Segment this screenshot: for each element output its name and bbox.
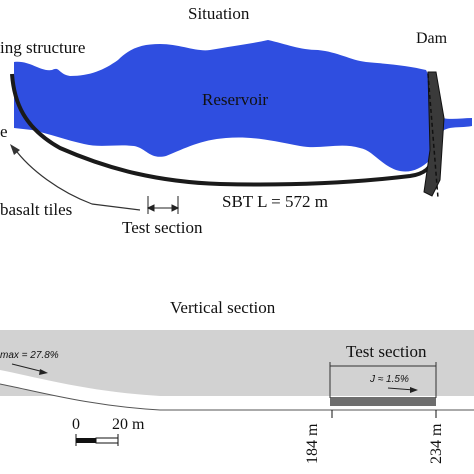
test-section-profile bbox=[330, 397, 436, 406]
tunnel-profile-edge bbox=[0, 383, 474, 411]
test-section-plan-label: Test section bbox=[122, 218, 203, 237]
ground-band bbox=[0, 330, 474, 396]
reservoir-shape bbox=[14, 40, 472, 172]
reservoir-label: Reservoir bbox=[202, 90, 269, 109]
test-section-bracket bbox=[329, 362, 437, 398]
intake-label: ing structure bbox=[0, 38, 86, 57]
basalt-tiles-label: basalt tiles bbox=[0, 200, 73, 219]
dam-structure bbox=[423, 71, 445, 197]
slope-test-label: J ≈ 1.5% bbox=[370, 374, 409, 385]
basalt-arrow-head bbox=[10, 144, 20, 155]
scale-zero-label: 0 bbox=[72, 416, 80, 433]
slope-max-arrow-head bbox=[39, 369, 48, 375]
tunnel-alignment bbox=[10, 73, 436, 187]
basalt-arrow bbox=[13, 147, 141, 211]
vertical-section-title: Vertical section bbox=[170, 298, 276, 317]
station-234-label: 234 m bbox=[428, 423, 445, 464]
station-184-label: 184 m bbox=[304, 423, 321, 464]
left-edge-label: e bbox=[0, 122, 8, 141]
sbt-length-label: SBT L = 572 m bbox=[222, 192, 328, 211]
dam-label: Dam bbox=[416, 30, 448, 47]
slope-max-arrow bbox=[11, 363, 45, 373]
slope-test-arrow bbox=[387, 387, 415, 391]
scale-bar bbox=[75, 434, 119, 446]
scale-20-label: 20 m bbox=[112, 416, 145, 433]
test-section-marker bbox=[146, 196, 180, 214]
slope-max-label: max = 27.8% bbox=[0, 350, 59, 361]
slope-test-arrow-head bbox=[410, 387, 418, 393]
situation-title: Situation bbox=[188, 4, 250, 23]
test-section-profile-label: Test section bbox=[346, 342, 427, 361]
